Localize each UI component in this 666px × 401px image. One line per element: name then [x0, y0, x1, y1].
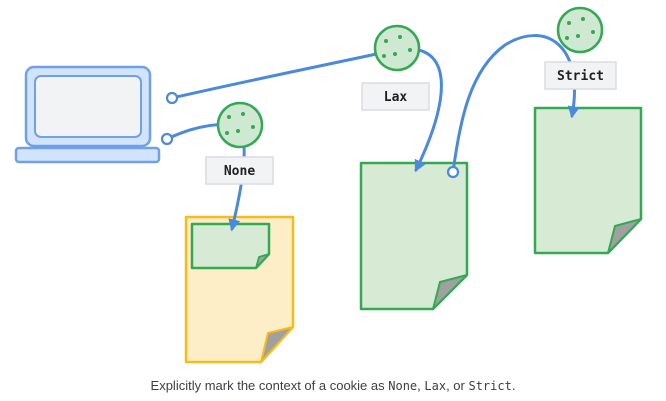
- caption-lax: Lax: [424, 379, 447, 393]
- figure-caption: Explicitly mark the context of a cookie …: [0, 378, 666, 393]
- label-lax-text: Lax: [384, 90, 408, 105]
- caption-prefix: Explicitly mark the context of a cookie …: [150, 378, 389, 393]
- caption-none: None: [388, 379, 418, 393]
- connector-endpoints: [160, 91, 460, 179]
- caption-sep1: ,: [417, 378, 425, 393]
- label-strict-text: Strict: [557, 69, 604, 84]
- cookie-icon: [216, 101, 264, 149]
- label-none-text: None: [224, 164, 255, 179]
- label-strict: Strict: [544, 61, 617, 90]
- cookie-icon: [373, 24, 421, 72]
- caption-strict: Strict: [468, 379, 512, 393]
- label-none: None: [205, 156, 274, 185]
- label-lax: Lax: [361, 82, 430, 111]
- document-icon: [359, 161, 469, 311]
- document-icon: [190, 222, 271, 270]
- caption-suffix: .: [511, 378, 516, 393]
- cookie-icon: [556, 6, 604, 54]
- document-icon: [533, 106, 643, 255]
- caption-sep2: , or: [446, 378, 469, 393]
- laptop-icon: [14, 65, 161, 164]
